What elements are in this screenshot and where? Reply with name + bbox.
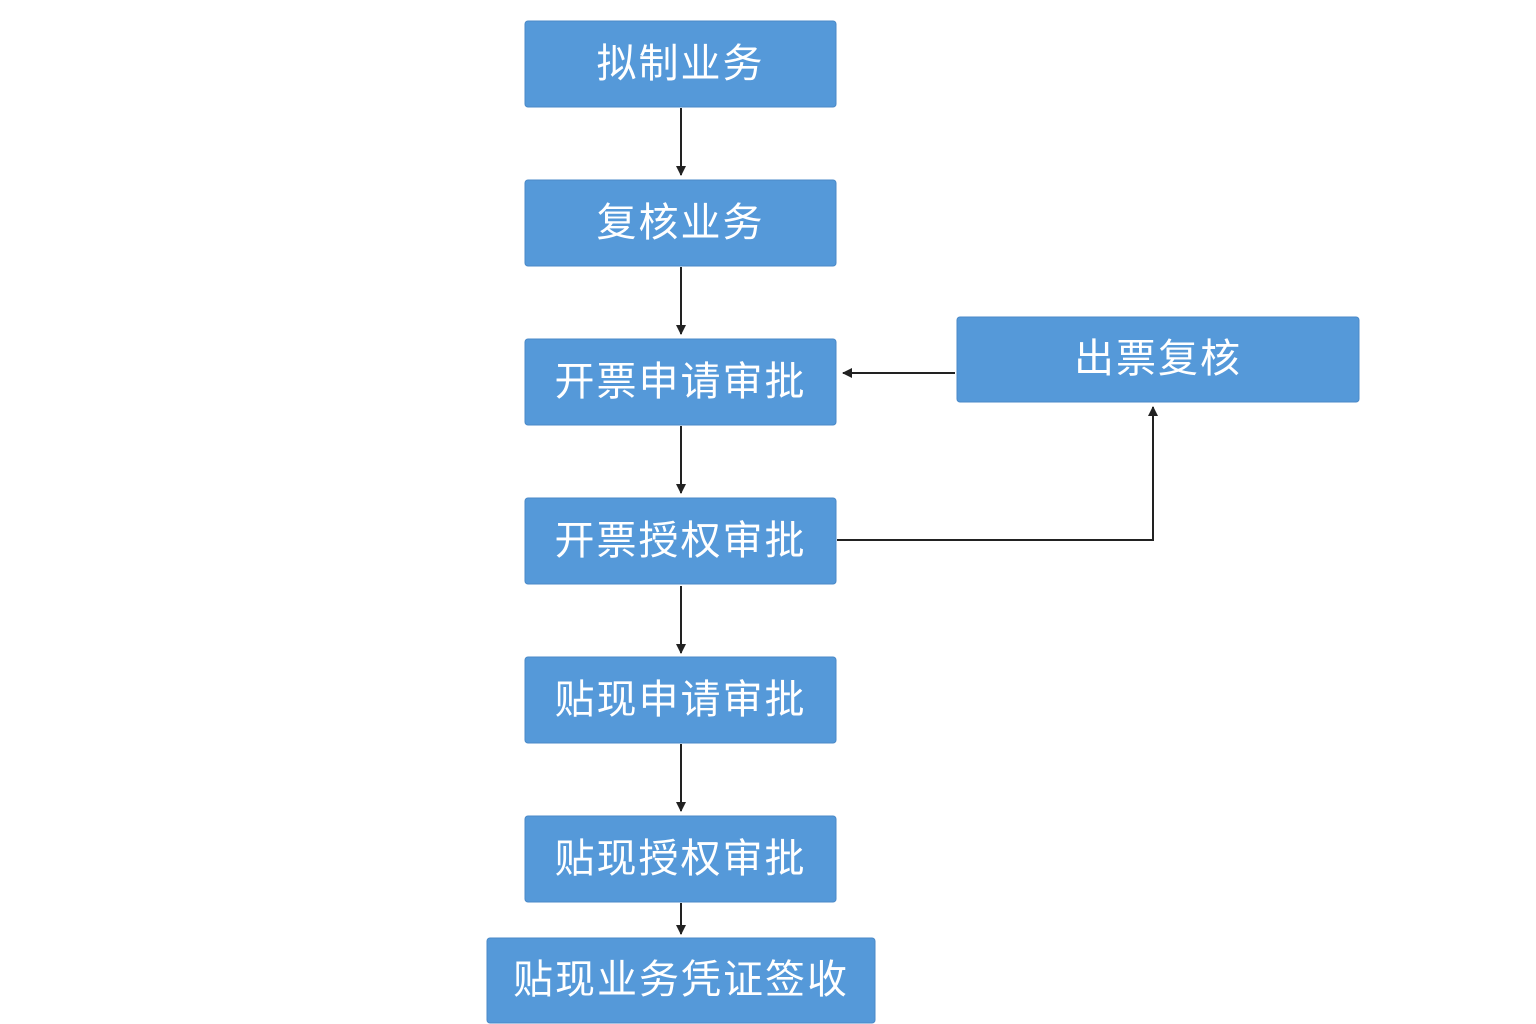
node-issue-review: 出票复核	[956, 316, 1360, 403]
node-draft-label: 拟制业务	[597, 41, 765, 87]
node-review: 复核业务	[524, 179, 837, 267]
node-discount-auth-label: 贴现授权审批	[555, 836, 807, 882]
edges	[676, 108, 1158, 935]
node-discount-auth: 贴现授权审批	[524, 815, 837, 903]
node-discount-apply-label: 贴现申请审批	[555, 677, 807, 723]
node-discount-apply: 贴现申请审批	[524, 656, 837, 744]
node-voucher-sign-label: 贴现业务凭证签收	[513, 957, 849, 1003]
node-voucher-sign: 贴现业务凭证签收	[486, 937, 876, 1024]
edge-issue-auth-to-issue-review	[837, 406, 1158, 541]
node-issue-review-label: 出票复核	[1074, 336, 1242, 382]
node-review-label: 复核业务	[597, 200, 765, 246]
node-issue-apply-label: 开票申请审批	[555, 359, 807, 405]
node-issue-auth: 开票授权审批	[524, 497, 837, 585]
node-issue-apply: 开票申请审批	[524, 338, 837, 426]
node-draft: 拟制业务	[524, 20, 837, 108]
node-issue-auth-label: 开票授权审批	[555, 518, 807, 564]
